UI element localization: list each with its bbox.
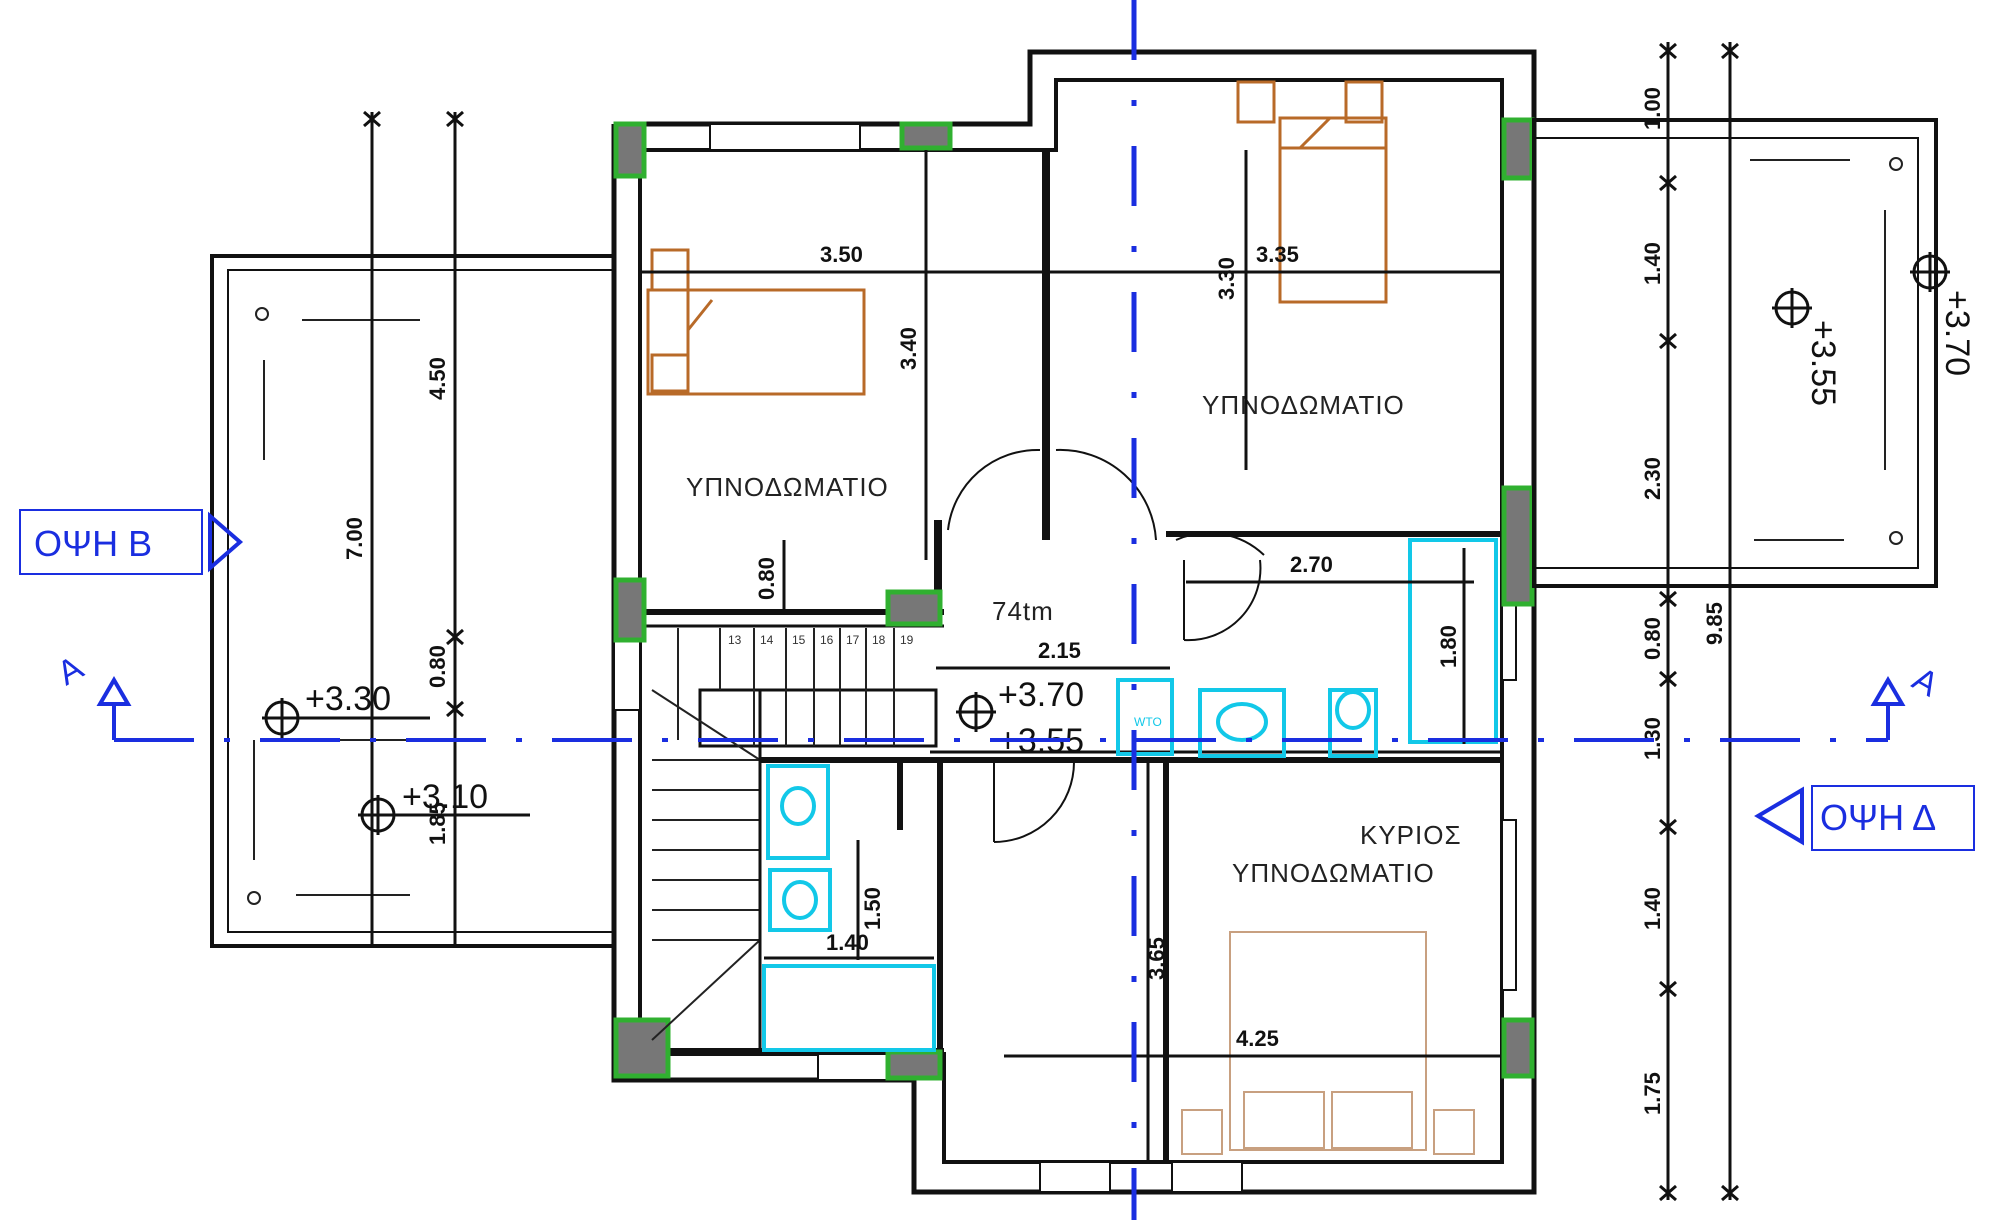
- level-left-3-30: +3.30: [305, 680, 391, 718]
- dim-3-30: 3.30: [1214, 257, 1239, 300]
- elevation-label-b: ΟΨΗ Β: [34, 523, 152, 564]
- dim-4-50: 4.50: [425, 357, 450, 400]
- dim-1-80: 1.80: [1436, 625, 1461, 668]
- dim-1-85: 1.85: [425, 802, 450, 845]
- room-label-master-1: ΚΥΡΙΟΣ: [1360, 820, 1462, 850]
- right-level-markers: +3.55 +3.70: [1772, 252, 1976, 406]
- left-dimension-lines: 7.00 4.50 0.80 1.85: [342, 110, 464, 945]
- dim-3-35: 3.35: [1256, 242, 1299, 267]
- dim-0-80-left: 0.80: [425, 645, 450, 688]
- room-label-bedroom-left: ΥΠΝΟΔΩΜΑΤΙΟ: [686, 472, 889, 502]
- house-walls: [611, 49, 1537, 1195]
- elevation-label-d: ΟΨΗ Δ: [1820, 797, 1936, 838]
- dim-right-1-40a: 1.40: [1640, 242, 1665, 285]
- dim-1-50: 1.50: [860, 887, 885, 930]
- dim-3-50: 3.50: [820, 242, 863, 267]
- level-right-3-55: +3.55: [1804, 320, 1842, 406]
- dim-4-25: 4.25: [1236, 1026, 1279, 1051]
- stair-num-16: 16: [820, 633, 834, 647]
- structural-columns: [613, 117, 1535, 1081]
- dim-7-00: 7.00: [342, 517, 367, 560]
- room-label-bedroom-right: ΥΠΝΟΔΩΜΑΤΙΟ: [1202, 390, 1405, 420]
- level-hall-3-70: +3.70: [998, 676, 1084, 714]
- left-level-markers: +3.30 +3.10: [262, 680, 530, 835]
- stair-num-14: 14: [760, 633, 774, 647]
- doors: [947, 448, 1265, 843]
- dim-2-70: 2.70: [1290, 552, 1333, 577]
- stair-num-15: 15: [792, 633, 806, 647]
- section-marker-right: A: [1906, 660, 1945, 704]
- staircase: 13 14 15 16 17 18 19: [651, 628, 938, 1050]
- room-label-master-2: ΥΠΝΟΔΩΜΑΤΙΟ: [1232, 858, 1435, 888]
- left-terrace: [210, 254, 616, 948]
- stair-num-17: 17: [846, 633, 860, 647]
- dim-right-0-80: 0.80: [1640, 617, 1665, 660]
- dim-right-1-40b: 1.40: [1640, 887, 1665, 930]
- stair-num-13: 13: [728, 633, 742, 647]
- dim-1-40: 1.40: [826, 930, 869, 955]
- bed-master: [1181, 931, 1475, 1155]
- elevation-tag-b: ΟΨΗ Β: [19, 509, 244, 575]
- level-right-3-70: +3.70: [1938, 290, 1976, 376]
- dim-right-2-30: 2.30: [1640, 457, 1665, 500]
- section-marker-left: A: [51, 649, 90, 693]
- wc-label: WTO: [1134, 715, 1162, 729]
- stair-num-19: 19: [900, 633, 914, 647]
- dim-3-40: 3.40: [896, 327, 921, 370]
- elevation-tag-d: ΟΨΗ Δ: [1754, 785, 1975, 851]
- dim-right-1-00: 1.00: [1640, 87, 1665, 130]
- hall-level-markers: +3.70 +3.55: [956, 676, 1084, 760]
- bed-left: [646, 248, 866, 396]
- dim-right-1-75: 1.75: [1640, 1072, 1665, 1115]
- right-balcony: [1532, 118, 1938, 588]
- stair-num-18: 18: [872, 633, 886, 647]
- sanitary-fixtures: WTO: [762, 538, 1498, 1052]
- right-dimension-lines: 1.00 1.40 2.30 0.80 1.30 1.40 1.75 9.85: [1640, 42, 1739, 1202]
- level-left-3-10: +3.10: [402, 778, 488, 816]
- dim-3-65: 3.65: [1144, 937, 1169, 980]
- hall-area: 74tm: [992, 596, 1054, 626]
- dim-0-80-stair: 0.80: [754, 557, 779, 600]
- bed-right: [1236, 80, 1388, 304]
- interior-dimensions: 3.50 3.35 3.30 3.40 2.70 2.15 0.80 1.80 …: [640, 150, 1500, 1160]
- dim-right-9-85: 9.85: [1702, 602, 1727, 645]
- dim-2-15: 2.15: [1038, 638, 1081, 663]
